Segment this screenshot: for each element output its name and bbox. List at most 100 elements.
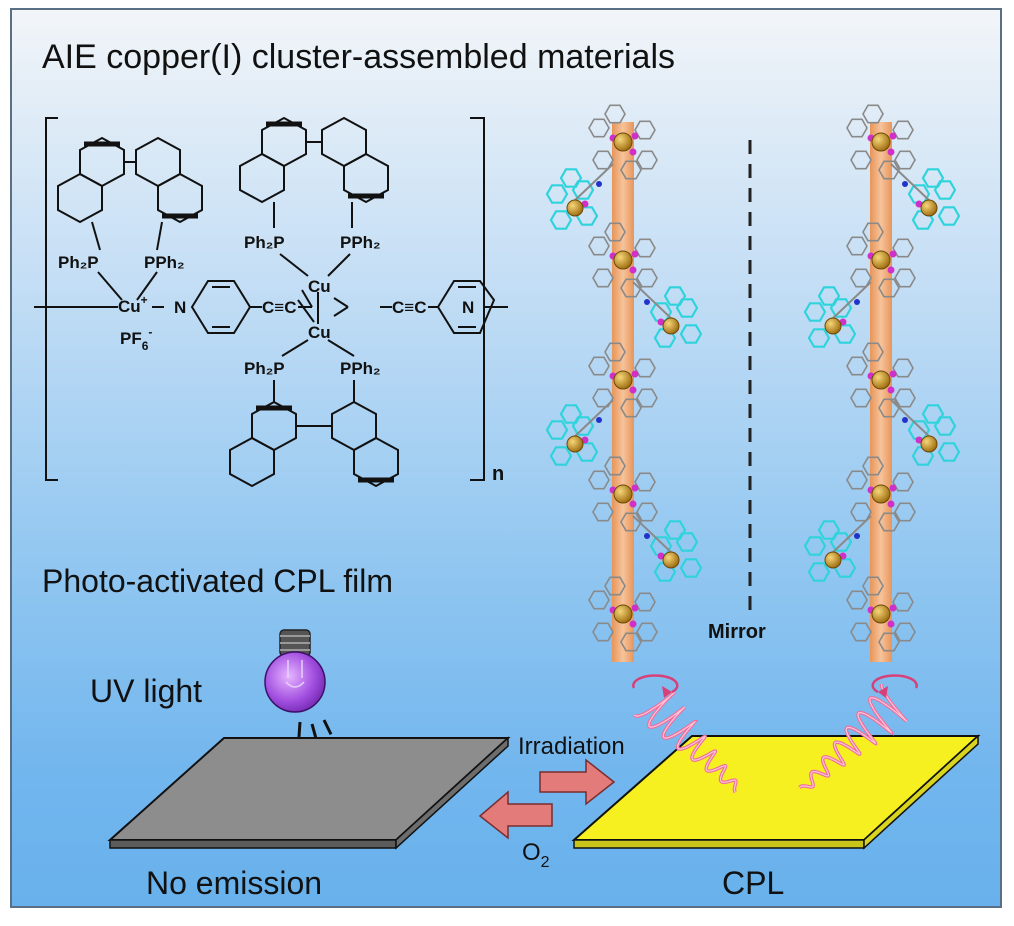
copper-atom <box>613 604 633 624</box>
label-triple-right: C≡C <box>392 298 426 317</box>
ligand-ring <box>921 404 945 424</box>
ligand-ring <box>604 342 626 362</box>
ligand-ring <box>850 150 872 170</box>
ligand-ring <box>679 558 703 578</box>
copper-atom <box>566 435 584 453</box>
phosphorus-atom <box>839 552 847 560</box>
ligand-ring <box>894 388 916 408</box>
phosphorus-atom <box>629 386 637 394</box>
phosphorus-atom <box>889 250 897 258</box>
ligand-ring <box>636 150 658 170</box>
rotation-arrow <box>871 674 918 694</box>
arrow-irradiation <box>539 758 616 806</box>
ligand-ring <box>559 404 583 424</box>
right-bracket <box>470 117 485 481</box>
copper-atom <box>662 551 680 569</box>
ligand-ring <box>862 104 884 124</box>
copper-atom <box>613 370 633 390</box>
phosphorus-atom <box>631 370 639 378</box>
label-ph2p-center-bottom: Ph₂P <box>244 359 285 378</box>
arrow-o2 <box>478 790 553 840</box>
ligand-ring <box>803 536 827 556</box>
ligand-ring <box>878 632 900 652</box>
label-cu-plus: Cu+ <box>118 293 148 316</box>
cpl-helix-right-icon <box>798 674 918 789</box>
phosphorus-atom <box>915 436 923 444</box>
ligand-ring <box>807 562 831 582</box>
phosphorus-atom <box>631 484 639 492</box>
ligand-ring <box>829 298 853 318</box>
ligand-ring <box>588 590 610 610</box>
ligand-ring <box>559 168 583 188</box>
ligand-ring <box>892 120 914 140</box>
ligand-ring <box>636 622 658 642</box>
ligand-ring <box>679 324 703 344</box>
ligand-ring <box>878 512 900 532</box>
phosphorus-atom <box>887 500 895 508</box>
ligand-ring <box>588 470 610 490</box>
label-n-right: N <box>462 298 474 317</box>
phosphorus-atom <box>657 552 665 560</box>
phosphorus-atom <box>887 620 895 628</box>
nitrogen-atom <box>644 299 650 305</box>
rotation-arrowhead <box>662 686 672 698</box>
phosphorus-atom <box>915 200 923 208</box>
ligand-ring <box>803 302 827 322</box>
ligand-ring <box>921 168 945 188</box>
label-n-left: N <box>174 298 186 317</box>
label-pph2-left: PPh₂ <box>144 253 185 272</box>
nitrogen-atom <box>902 417 908 423</box>
ligand-ring <box>817 520 841 540</box>
ligand-ring <box>634 472 656 492</box>
ligand-ring <box>571 416 595 436</box>
linker-bond <box>828 281 872 323</box>
ligand-ring <box>636 268 658 288</box>
phosphorus-atom <box>657 318 665 326</box>
copper-core <box>297 289 349 324</box>
ligand-ring <box>592 268 614 288</box>
phosphorus-atom <box>629 620 637 628</box>
helix-highlight <box>634 691 737 793</box>
phosphorus-atom <box>629 266 637 274</box>
ligand-ring <box>933 180 957 200</box>
linker-bond <box>632 515 676 557</box>
ligand-ring <box>592 388 614 408</box>
nitrogen-atom <box>596 417 602 423</box>
binaphthyl-center-top <box>239 116 389 277</box>
ligand-ring <box>933 416 957 436</box>
ligand-ring <box>817 286 841 306</box>
ligand-ring <box>862 576 884 596</box>
main-title: AIE copper(I) cluster-assembled material… <box>42 38 675 76</box>
ligand-ring <box>892 472 914 492</box>
ligand-ring <box>549 210 573 230</box>
phosphorus-atom <box>581 200 589 208</box>
ligand-ring <box>937 442 961 462</box>
copper-atom <box>566 199 584 217</box>
copper-atom <box>871 370 891 390</box>
crystal-structure: Mirror <box>545 104 961 662</box>
label-cu-top: Cu <box>308 277 331 296</box>
ligand-ring <box>894 268 916 288</box>
ligand-ring <box>892 592 914 612</box>
label-pph2-center-top: PPh₂ <box>340 233 381 252</box>
phosphorus-atom <box>629 148 637 156</box>
ligand-ring <box>846 236 868 256</box>
copper-atom <box>871 604 891 624</box>
ligand-ring <box>894 622 916 642</box>
label-pf6: PF6- <box>120 325 152 353</box>
film-cpl <box>571 734 981 850</box>
ligand-ring <box>862 222 884 242</box>
linker-bond <box>890 163 934 205</box>
ligand-ring <box>850 622 872 642</box>
copper-atom <box>920 199 938 217</box>
phosphorus-atom <box>631 250 639 258</box>
rotation-arrowhead <box>878 686 888 698</box>
linker-bond <box>570 163 614 205</box>
ligand-ring <box>675 298 699 318</box>
label-ph2p-center-top: Ph₂P <box>244 233 285 252</box>
ligand-ring <box>892 358 914 378</box>
ligand-ring <box>620 398 642 418</box>
phosphorus-atom <box>887 266 895 274</box>
copper-atom <box>920 435 938 453</box>
ligand-ring <box>878 398 900 418</box>
